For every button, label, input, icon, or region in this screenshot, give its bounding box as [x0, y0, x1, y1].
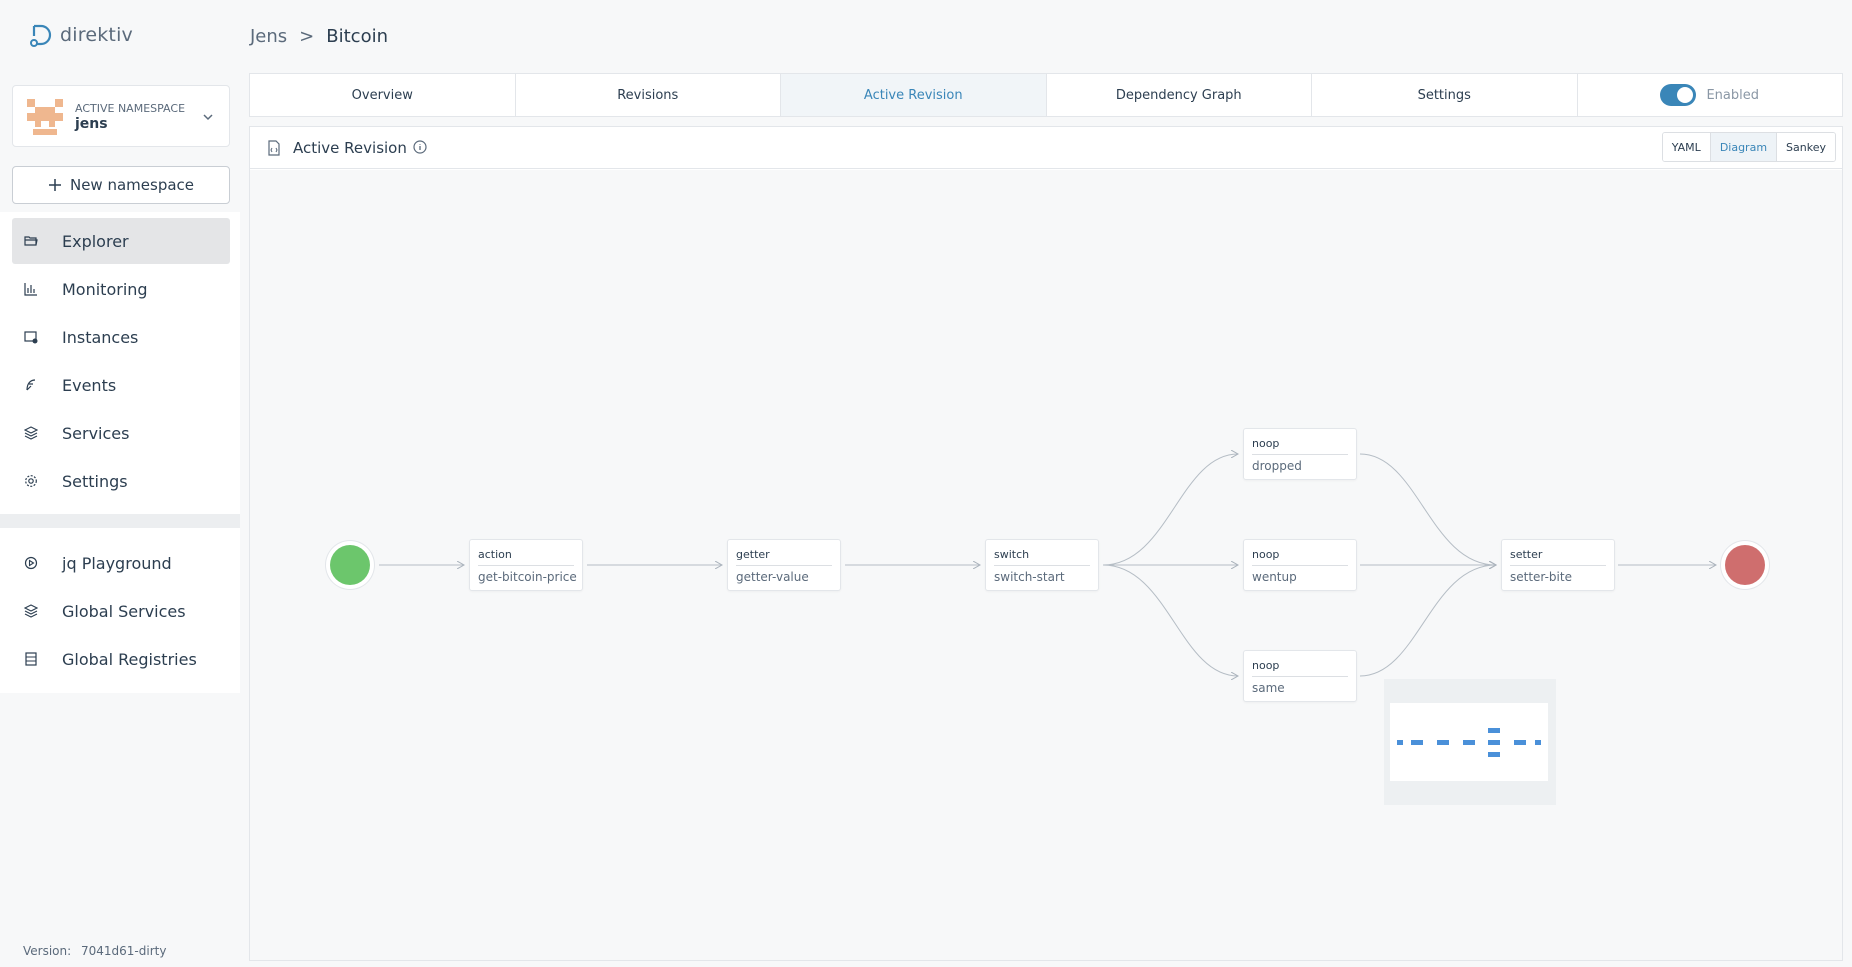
edge	[1359, 565, 1496, 677]
chevron-down-icon	[203, 114, 213, 121]
workflow-node[interactable]: noop dropped	[1243, 428, 1357, 480]
diagram-edges	[379, 170, 1842, 960]
global-nav	[0, 528, 240, 693]
workflow-node[interactable]: setter setter-bite	[1501, 539, 1615, 591]
node-name: switch-start	[994, 570, 1065, 584]
version-info: Version: 7041d61-dirty	[23, 944, 166, 958]
tab-bar: Overview Revisions Active Revision Depen…	[249, 73, 1843, 117]
sidebar-item-settings[interactable]: Settings	[12, 458, 230, 504]
start-node[interactable]	[330, 545, 370, 585]
sidebar-item-label: Services	[62, 423, 130, 443]
node-type: switch	[994, 548, 1030, 561]
end-node[interactable]	[1725, 545, 1765, 585]
tab-revisions[interactable]: Revisions	[516, 74, 781, 116]
nav-divider	[0, 514, 240, 528]
workflow-node[interactable]: getter getter-value	[727, 539, 841, 591]
sidebar-item-monitoring[interactable]: Monitoring	[12, 266, 230, 312]
node-type: noop	[1252, 548, 1280, 561]
node-name: getter-value	[736, 570, 809, 584]
play-circle-icon	[24, 556, 38, 570]
version-value: 7041d61-dirty	[81, 944, 167, 958]
workflow-node[interactable]: noop same	[1243, 650, 1357, 702]
diagram-canvas[interactable]: action get-bitcoin-price getter getter-v…	[250, 170, 1842, 960]
file-code-icon	[268, 140, 280, 156]
sidebar: direktiv ACTIVE NAMESPACE jens New names…	[0, 0, 240, 967]
sidebar-item-explorer[interactable]: Explorer	[12, 218, 230, 264]
direktiv-logo-icon	[30, 24, 52, 47]
layers-icon	[24, 426, 38, 440]
new-namespace-button[interactable]: New namespace	[12, 166, 230, 204]
minimap[interactable]	[1384, 679, 1556, 805]
tab-active-revision[interactable]: Active Revision	[781, 74, 1047, 116]
node-name: setter-bite	[1510, 570, 1572, 584]
breadcrumb-parent[interactable]: Jens	[250, 26, 288, 47]
sidebar-item-events[interactable]: Events	[12, 362, 230, 408]
app-name: direktiv	[60, 24, 133, 46]
panel-header: Active Revision YAML Diagram Sankey	[250, 127, 1842, 169]
minimap-viewport	[1390, 703, 1548, 781]
app-logo[interactable]: direktiv	[28, 22, 133, 48]
node-type: setter	[1510, 548, 1543, 561]
node-name: dropped	[1252, 459, 1302, 473]
plus-icon	[48, 179, 61, 191]
view-diagram-button[interactable]: Diagram	[1710, 133, 1778, 161]
edge	[1102, 564, 1238, 676]
tab-dependency-graph[interactable]: Dependency Graph	[1047, 74, 1312, 116]
node-type: noop	[1252, 437, 1280, 450]
namespace-selector[interactable]: ACTIVE NAMESPACE jens	[12, 85, 230, 147]
sidebar-item-label: jq Playground	[62, 553, 172, 573]
sidebar-item-label: Settings	[62, 471, 128, 491]
tab-settings[interactable]: Settings	[1312, 74, 1578, 116]
minimap-nodes	[1397, 728, 1541, 757]
folder-open-icon	[24, 236, 38, 246]
node-type: action	[478, 548, 512, 561]
sidebar-item-label: Monitoring	[62, 279, 148, 299]
enabled-toggle[interactable]	[1660, 84, 1697, 106]
edge	[1359, 453, 1496, 565]
node-name: wentup	[1252, 570, 1297, 584]
enabled-label: Enabled	[1706, 87, 1760, 103]
layers-icon	[24, 604, 38, 618]
breadcrumb-current[interactable]: Bitcoin	[326, 26, 388, 47]
sidebar-item-jq-playground[interactable]: jq Playground	[12, 540, 230, 586]
version-label: Version:	[23, 944, 72, 958]
feather-icon	[26, 379, 36, 391]
sidebar-item-services[interactable]: Services	[12, 410, 230, 456]
breadcrumb: Jens > Bitcoin	[250, 26, 388, 47]
node-type: getter	[736, 548, 770, 561]
sidebar-item-instances[interactable]: Instances	[12, 314, 230, 360]
info-icon[interactable]	[413, 140, 427, 154]
sidebar-item-global-registries[interactable]: Global Registries	[12, 636, 230, 682]
active-revision-panel: Active Revision YAML Diagram Sankey	[249, 126, 1843, 961]
instances-icon	[24, 331, 38, 344]
tab-overview[interactable]: Overview	[250, 74, 516, 116]
toggle-cell: Enabled	[1578, 74, 1843, 116]
node-name: get-bitcoin-price	[478, 570, 577, 584]
sidebar-item-label: Events	[62, 375, 117, 395]
namespace-avatar	[23, 95, 67, 139]
sidebar-item-label: Global Registries	[62, 649, 197, 669]
workflow-node[interactable]: action get-bitcoin-price	[469, 539, 583, 591]
sidebar-item-global-services[interactable]: Global Services	[12, 588, 230, 634]
panel-title: Active Revision	[293, 139, 407, 157]
breadcrumb-separator: >	[299, 26, 315, 47]
sidebar-item-label: Instances	[62, 327, 139, 347]
view-sankey-button[interactable]: Sankey	[1777, 133, 1835, 161]
new-namespace-label: New namespace	[69, 176, 195, 194]
sidebar-item-label: Global Services	[62, 601, 186, 621]
sidebar-item-label: Explorer	[62, 231, 129, 251]
workflow-node[interactable]: noop wentup	[1243, 539, 1357, 591]
edge	[1102, 454, 1238, 566]
view-yaml-button[interactable]: YAML	[1662, 133, 1711, 161]
node-name: same	[1252, 681, 1285, 695]
bar-chart-icon	[24, 283, 37, 296]
view-switch: YAML Diagram Sankey	[1661, 132, 1836, 162]
gear-icon	[25, 475, 37, 487]
server-icon	[25, 652, 37, 666]
node-type: noop	[1252, 659, 1280, 672]
workflow-node[interactable]: switch switch-start	[985, 539, 1099, 591]
namespace-name: jens	[75, 116, 108, 132]
namespace-label: ACTIVE NAMESPACE	[75, 102, 186, 115]
